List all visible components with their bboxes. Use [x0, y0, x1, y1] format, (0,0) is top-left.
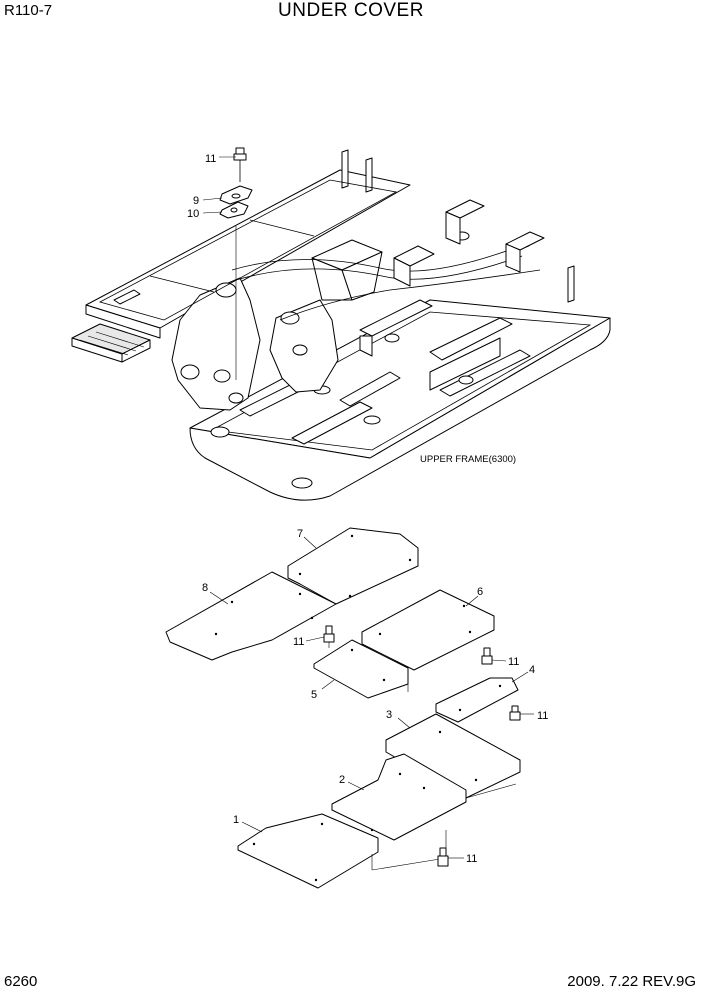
bolt-11-top-icon [233, 147, 247, 182]
part-label-2: 2 [339, 774, 345, 786]
part-label-1: 1 [233, 814, 239, 826]
bolt-11-icon [509, 705, 521, 721]
cover-4 [435, 677, 519, 723]
part-label-8: 8 [202, 582, 208, 594]
cover-3 [385, 713, 521, 799]
revision-date: 2009. 7.22 REV.9G [567, 973, 696, 990]
bolt-11-icon [323, 625, 335, 648]
upper-frame-callout: UPPER FRAME(6300) [420, 454, 516, 465]
model-code: R110-7 [4, 2, 53, 19]
bolt-11-icon [437, 847, 449, 867]
part-label-11: 11 [537, 710, 548, 722]
upper-frame-drawing [71, 149, 611, 501]
part-label-5: 5 [311, 689, 317, 701]
cover-1 [237, 813, 379, 889]
leader-lines [202, 156, 534, 859]
washer-10-icon [219, 201, 249, 219]
page-number: 6260 [4, 973, 38, 990]
part-label-11: 11 [205, 153, 216, 165]
part-label-10: 10 [187, 208, 199, 220]
page-title: UNDER COVER [278, 0, 424, 21]
part-label-11: 11 [293, 636, 304, 648]
part-label-3: 3 [386, 709, 392, 721]
part-label-11: 11 [508, 656, 519, 668]
part-label-9: 9 [193, 195, 199, 207]
bolt-11-icon [481, 647, 493, 665]
cover-6 [361, 589, 495, 671]
plate-9-icon [219, 185, 253, 205]
part-label-6: 6 [477, 586, 483, 598]
part-label-7: 7 [297, 528, 303, 540]
cover-7 [287, 527, 419, 605]
cover-2 [331, 753, 467, 841]
part-label-4: 4 [529, 664, 535, 676]
part-label-11: 11 [466, 853, 477, 865]
cover-8 [165, 571, 337, 661]
